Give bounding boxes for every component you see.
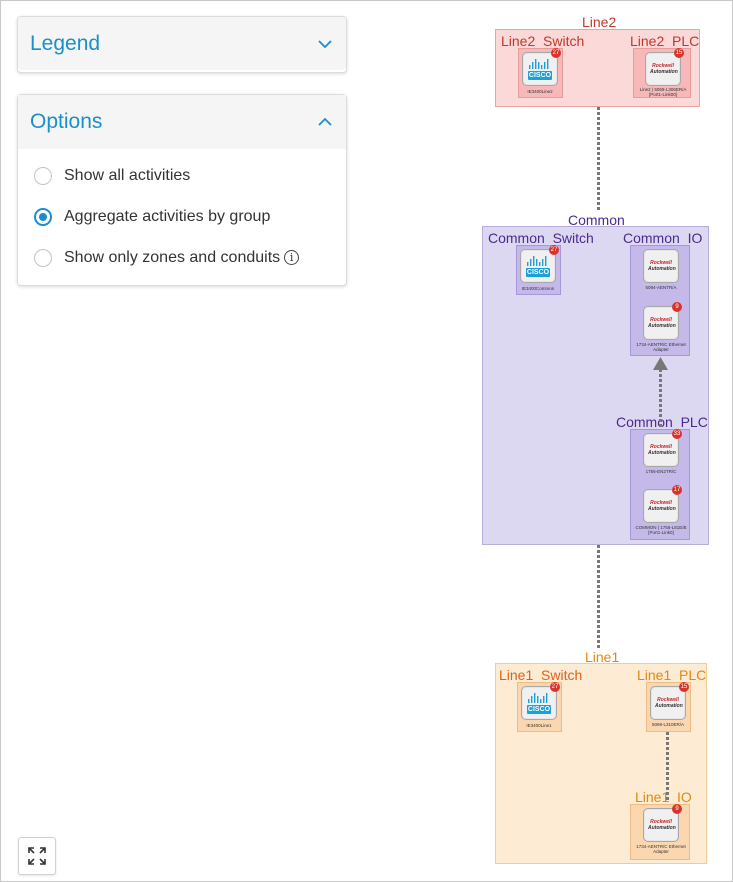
node-caption: IE3400Line1 xyxy=(526,723,552,728)
automation-wordmark: Automation xyxy=(648,265,676,272)
automation-wordmark: Automation xyxy=(648,824,676,831)
chevron-down-icon[interactable] xyxy=(316,35,334,53)
switch-node-line1[interactable]: CISCO 27 xyxy=(521,682,560,720)
rockwell-wordmark: Rockwell xyxy=(652,63,674,69)
alert-badge: 17 xyxy=(672,485,682,495)
cisco-wordmark: CISCO xyxy=(528,71,552,80)
cisco-logo-icon xyxy=(528,693,548,703)
node-caption: IE3400Line2 xyxy=(527,89,553,94)
alert-badge: 9 xyxy=(672,302,682,312)
options-header[interactable]: Options xyxy=(18,95,346,149)
rockwell-wordmark: Rockwell xyxy=(657,697,679,703)
option-label: Show all activities xyxy=(64,166,191,184)
node-caption: 5094-AENTR/A xyxy=(645,285,677,290)
option-show-all-activities[interactable]: Show all activities xyxy=(18,155,346,196)
group-label-common-switch: Common_Switch xyxy=(488,230,594,246)
rockwell-wordmark: Rockwell xyxy=(650,317,672,323)
alert-badge: 27 xyxy=(550,682,560,692)
switch-node-common[interactable]: CISCO 27 xyxy=(520,245,559,283)
legend-title: Legend xyxy=(30,31,101,55)
zone-label-common: Common xyxy=(568,212,625,228)
node-caption: IE3400Common xyxy=(521,286,555,291)
option-zones-and-conduits[interactable]: Show only zones and conduits i xyxy=(18,237,346,278)
node-caption: 5069-L310ER/A xyxy=(651,722,685,727)
zone-label-line1: Line1 xyxy=(585,649,620,665)
cisco-wordmark: CISCO xyxy=(526,268,550,277)
node-caption: 1734-AENTR/C Ethernet Adapter xyxy=(636,844,686,854)
automation-wordmark: Automation xyxy=(650,68,678,75)
zone-label-line2: Line2 xyxy=(582,14,617,30)
fullscreen-button[interactable] xyxy=(18,837,56,875)
node-caption: 1734-AENTR/C Ethernet Adapter xyxy=(636,342,686,352)
rockwell-wordmark: Rockwell xyxy=(650,260,672,266)
expand-icon xyxy=(28,847,46,865)
conduit-common-line1[interactable] xyxy=(597,545,600,649)
group-label-line1-io: Line1_IO xyxy=(635,789,692,805)
alert-badge: 9 xyxy=(672,804,682,814)
node-caption: 1756-EN2TR/C xyxy=(645,469,677,474)
options-title: Options xyxy=(30,110,103,133)
automation-wordmark: Automation xyxy=(648,322,676,329)
arrow-head-icon xyxy=(653,357,668,370)
cisco-logo-icon xyxy=(527,256,547,266)
legend-header[interactable]: Legend xyxy=(18,17,346,70)
option-label: Aggregate activities by group xyxy=(64,207,271,225)
automation-wordmark: Automation xyxy=(648,505,676,512)
chevron-up-icon[interactable] xyxy=(316,113,334,131)
link-line1-plc-io[interactable] xyxy=(666,732,669,802)
group-label-line2-plc: Line2_PLC xyxy=(630,33,700,49)
radio-aggregate-by-group[interactable] xyxy=(34,207,52,226)
link-common-plc-io[interactable] xyxy=(659,369,662,429)
rockwell-wordmark: Rockwell xyxy=(650,500,672,506)
option-label: Show only zones and conduits xyxy=(64,248,281,266)
option-aggregate-by-group[interactable]: Aggregate activities by group xyxy=(18,196,346,237)
cisco-logo-icon xyxy=(529,59,549,69)
alert-badge: 27 xyxy=(549,245,559,255)
group-label-common-io: Common_IO xyxy=(623,230,703,246)
conduit-line2-common[interactable] xyxy=(597,107,600,211)
cisco-wordmark: CISCO xyxy=(527,705,551,714)
group-label-line1-switch: Line1_Switch xyxy=(499,667,583,683)
alert-badge: 27 xyxy=(551,48,561,58)
info-icon[interactable]: i xyxy=(284,250,300,265)
rockwell-wordmark: Rockwell xyxy=(650,819,672,825)
alert-badge: 15 xyxy=(674,48,684,58)
node-caption: COMMON | 1756-L81E/B [Port1-Link0] xyxy=(635,525,687,535)
radio-show-all-activities[interactable] xyxy=(34,166,52,185)
group-label-line1-plc: Line1_PLC xyxy=(637,667,707,683)
switch-node-line2[interactable]: CISCO 27 xyxy=(522,48,561,86)
automation-wordmark: Automation xyxy=(648,449,676,456)
radio-zones-and-conduits[interactable] xyxy=(34,248,52,267)
legend-panel: Legend xyxy=(17,16,347,73)
node-caption: Line2 | 5069-L306ER/A [Port1-Link00] xyxy=(639,87,687,97)
group-label-line2-switch: Line2_Switch xyxy=(501,33,585,49)
alert-badge: 15 xyxy=(679,682,689,692)
alert-badge: 33 xyxy=(672,429,682,439)
automation-wordmark: Automation xyxy=(655,702,683,709)
options-panel: Options Show all activities Aggregate ac… xyxy=(17,94,347,286)
rockwell-wordmark: Rockwell xyxy=(650,444,672,450)
